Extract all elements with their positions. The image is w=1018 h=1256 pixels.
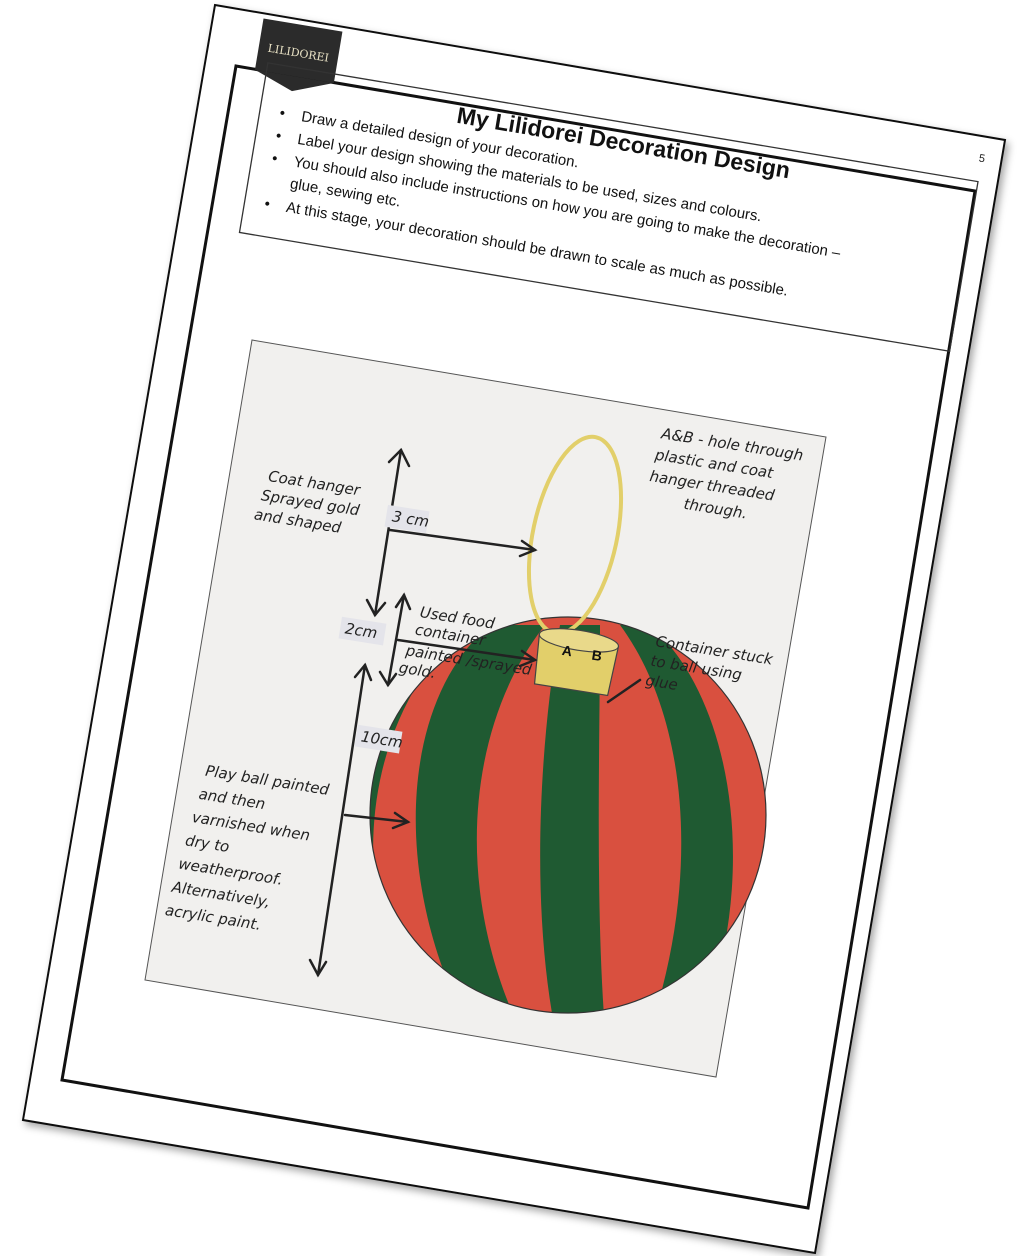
worksheet-page: LILIDOREI 5 My Lilidorei Decoration Desi… (0, 0, 1018, 1256)
